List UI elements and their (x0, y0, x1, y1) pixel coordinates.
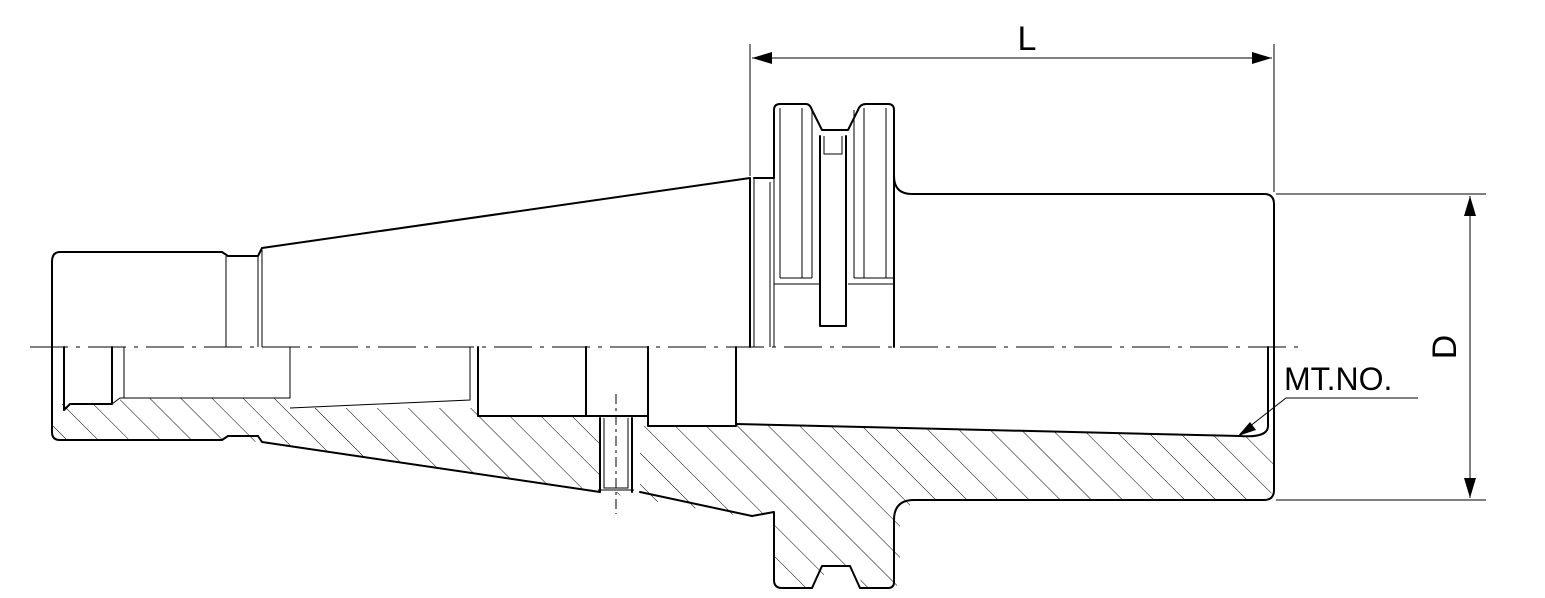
callout-mt: MT.NO. (1238, 361, 1418, 436)
dimension-l-label: L (1018, 20, 1037, 58)
lower-outline (51, 346, 1275, 589)
dimension-d: D (1276, 193, 1486, 501)
upper-outline (51, 103, 1275, 348)
section-hatch (52, 398, 1274, 588)
dimension-d-label: D (1426, 335, 1464, 360)
dimension-l: L (749, 20, 1275, 192)
morse-taper-label: MT.NO. (1284, 361, 1392, 397)
